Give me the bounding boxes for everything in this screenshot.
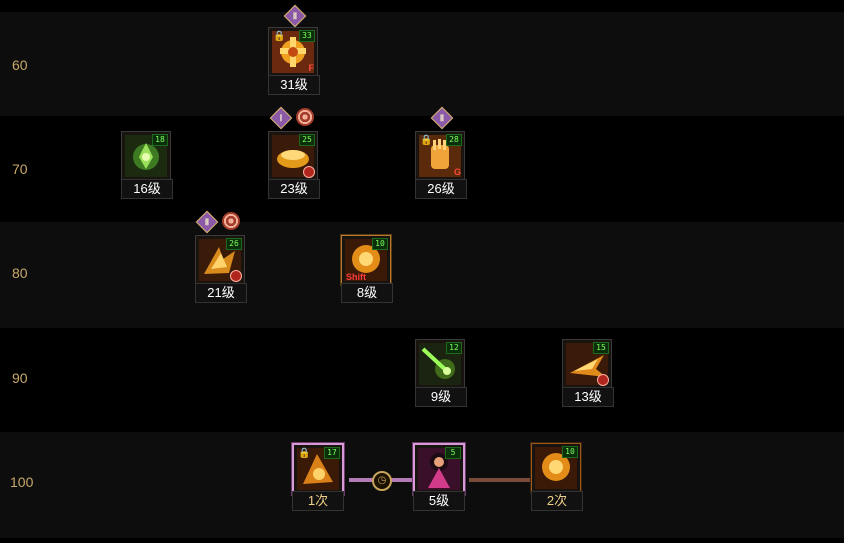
skill-level-label: 8级 bbox=[341, 283, 393, 303]
skill-slot-100-a[interactable]: 🔒 17 1次 bbox=[292, 443, 344, 511]
skill-level-label: 2次 bbox=[531, 491, 583, 511]
skill-frame: 10 Shift bbox=[341, 235, 391, 285]
cooldown-icon bbox=[303, 166, 315, 178]
skill-slot-100-b[interactable]: 5 5级 bbox=[413, 443, 465, 511]
skill-level-label: 31级 bbox=[268, 75, 320, 95]
skill-point-badge: 18 bbox=[152, 134, 168, 146]
skill-level-label: 1次 bbox=[292, 491, 344, 511]
skill-slot-80-a[interactable]: 26 21级 bbox=[195, 235, 247, 303]
skill-frame: 12 bbox=[415, 339, 465, 389]
skill-level-label: 26级 bbox=[415, 179, 467, 199]
level-label-90: 90 bbox=[12, 370, 28, 386]
skill-level-label: 9级 bbox=[415, 387, 467, 407]
skill-point-badge: 33 bbox=[299, 30, 315, 42]
skill-slot-100-c[interactable]: 10 2次 bbox=[531, 443, 583, 511]
skill-frame: 🔒 33 F bbox=[268, 27, 318, 77]
skill-slot-90-a[interactable]: 12 9级 bbox=[415, 339, 467, 407]
level-row-60 bbox=[0, 12, 844, 116]
clock-icon: ◷ bbox=[372, 471, 392, 491]
skill-level-label: 16级 bbox=[121, 179, 173, 199]
skill-level-label: 5级 bbox=[413, 491, 465, 511]
skill-point-badge: 10 bbox=[562, 446, 578, 458]
skill-point-badge: 28 bbox=[446, 134, 462, 146]
swirl-icon bbox=[222, 212, 240, 230]
skill-level-label: 13级 bbox=[562, 387, 614, 407]
skill-frame: 25 bbox=[268, 131, 318, 181]
cooldown-icon bbox=[230, 270, 242, 282]
skill-point-badge: 12 bbox=[446, 342, 462, 354]
skill-level-label: 23级 bbox=[268, 179, 320, 199]
skill-slot-70-b[interactable]: 25 23级 bbox=[268, 131, 320, 199]
skill-slot-80-b[interactable]: 10 Shift 8级 bbox=[341, 235, 393, 303]
hotkey-label: Shift bbox=[346, 272, 366, 282]
lock-icon: 🔒 bbox=[273, 31, 286, 42]
skill-point-badge: 15 bbox=[593, 342, 609, 354]
swirl-icon bbox=[296, 108, 314, 126]
level-label-70: 70 bbox=[12, 161, 28, 177]
skill-slot-60[interactable]: 🔒 33 F 31级 bbox=[268, 27, 320, 95]
awakening-connector bbox=[469, 478, 533, 482]
skill-point-badge: 26 bbox=[226, 238, 242, 250]
level-label-60: 60 bbox=[12, 57, 28, 73]
skill-frame: 🔒 28 G bbox=[415, 131, 465, 181]
skill-frame: 26 bbox=[195, 235, 245, 285]
level-row-80 bbox=[0, 222, 844, 328]
level-label-100: 100 bbox=[10, 474, 34, 490]
skill-frame: 5 bbox=[413, 443, 465, 495]
skill-level-label: 21级 bbox=[195, 283, 247, 303]
hotkey-label: G bbox=[453, 167, 461, 177]
skill-frame: 18 bbox=[121, 131, 171, 181]
skill-point-badge: 10 bbox=[372, 238, 388, 250]
hotkey-label: F bbox=[308, 63, 315, 73]
lock-icon: 🔒 bbox=[420, 135, 433, 146]
skill-point-badge: 5 bbox=[445, 447, 461, 459]
golden-palm-skill-icon bbox=[419, 135, 461, 177]
lock-icon: 🔒 bbox=[298, 448, 311, 459]
skill-point-badge: 25 bbox=[299, 134, 315, 146]
skill-frame: 🔒 17 bbox=[292, 443, 344, 495]
cooldown-icon bbox=[597, 374, 609, 386]
skill-frame: 15 bbox=[562, 339, 612, 389]
skill-point-badge: 17 bbox=[324, 447, 340, 459]
skill-slot-70-a[interactable]: 18 16级 bbox=[121, 131, 173, 199]
skill-slot-90-b[interactable]: 15 13级 bbox=[562, 339, 614, 407]
level-label-80: 80 bbox=[12, 265, 28, 281]
skill-slot-70-c[interactable]: 🔒 28 G 26级 bbox=[415, 131, 467, 199]
skill-frame: 10 bbox=[531, 443, 581, 493]
